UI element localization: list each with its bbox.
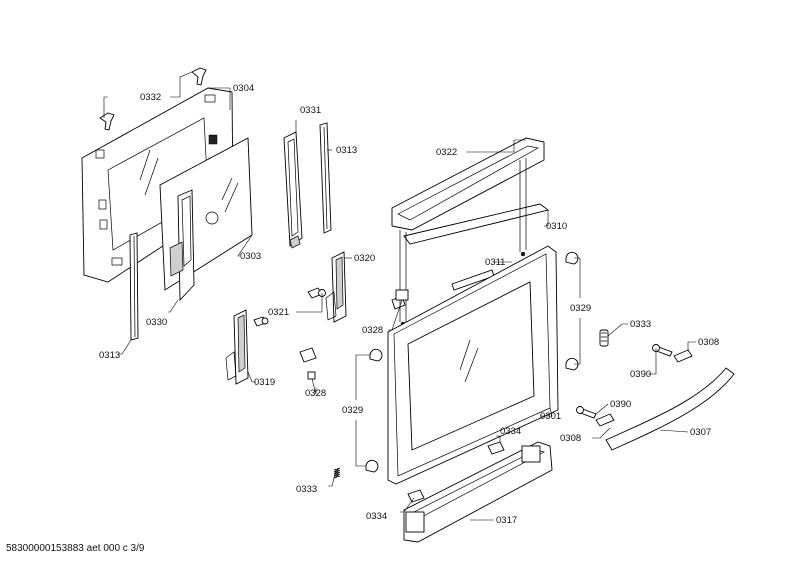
glide-part xyxy=(407,441,505,503)
outer-door-part xyxy=(387,245,559,485)
callout-0390: 0390 xyxy=(630,369,651,380)
callout-0331: 0331 xyxy=(300,105,321,116)
callout-0332: 0332 xyxy=(140,92,161,103)
callout-0307: 0307 xyxy=(690,427,711,438)
hinge-part xyxy=(225,309,249,385)
leader-lines xyxy=(103,71,696,521)
bottom-profile-part xyxy=(403,441,553,543)
trim-strip-part xyxy=(319,122,332,234)
fastener-part xyxy=(576,344,693,427)
callout-0329: 0329 xyxy=(342,405,363,416)
callout-0319: 0319 xyxy=(254,377,275,388)
callout-0313: 0313 xyxy=(336,145,357,156)
callout-0390: 0390 xyxy=(610,399,631,410)
callout-0317: 0317 xyxy=(496,515,517,526)
callout-0322: 0322 xyxy=(436,147,457,158)
callout-0304: 0304 xyxy=(233,83,254,94)
callout-0311: 0311 xyxy=(485,257,505,268)
trim-strip-part xyxy=(129,232,139,341)
callout-0333: 0333 xyxy=(630,319,651,330)
hinge-part xyxy=(325,251,347,323)
buffer-part xyxy=(365,251,579,473)
callout-0334: 0334 xyxy=(366,511,387,522)
callout-0310: 0310 xyxy=(546,221,567,232)
drawing-reference-footer: 58300000153883 aet 000 c 3/9 xyxy=(6,543,145,554)
screw-part xyxy=(253,287,326,327)
spring-part xyxy=(333,329,609,479)
callout-0334: 0334 xyxy=(500,426,521,437)
callout-0308: 0308 xyxy=(698,337,719,348)
side-profile-part xyxy=(283,131,303,249)
callout-0329: 0329 xyxy=(570,303,591,314)
callout-0301: 0301 xyxy=(540,411,561,422)
hinge-bracket-part xyxy=(169,189,195,302)
callout-0333: 0333 xyxy=(296,484,317,495)
callout-labels: 0332 0304 0331 0313 0322 0303 0310 0320 … xyxy=(99,83,719,526)
callout-0328: 0328 xyxy=(362,325,383,336)
clip-part xyxy=(99,67,207,131)
callout-0330: 0330 xyxy=(146,317,167,328)
callout-0313: 0313 xyxy=(99,350,120,361)
callout-0320: 0320 xyxy=(354,253,375,264)
callout-0328: 0328 xyxy=(305,388,326,399)
door-handle-part xyxy=(605,367,735,451)
callout-0308: 0308 xyxy=(560,433,581,444)
callout-0303: 0303 xyxy=(240,251,261,262)
callout-0321: 0321 xyxy=(268,307,289,318)
